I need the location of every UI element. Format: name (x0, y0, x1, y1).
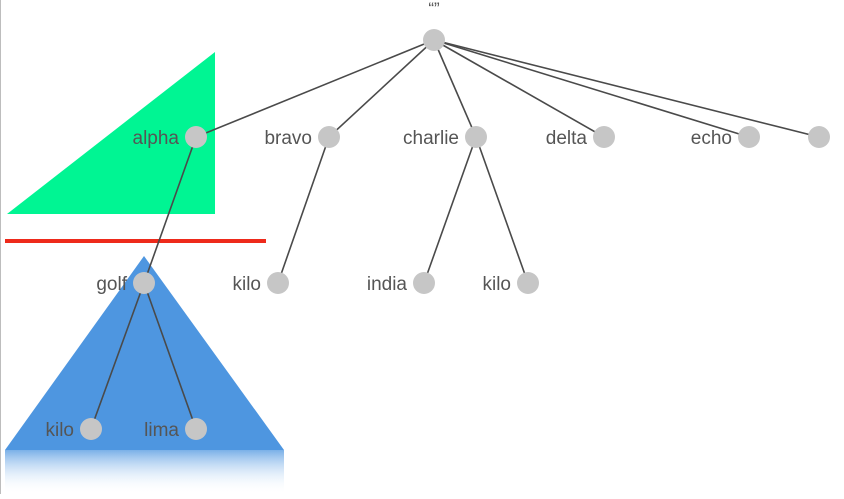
edge-golf-lima (143, 282, 197, 430)
node-root (423, 29, 445, 51)
edge-root-delta (433, 39, 605, 138)
edge-golf-kilo-golf (90, 282, 145, 430)
tree-labels: “” alpha bravo charlie delta echo golf kilo indi… (45, 0, 732, 441)
node-label-lima: lima (144, 420, 179, 441)
blue-triangle-reflection (5, 450, 284, 494)
edge-bravo-kilo-bravo (277, 136, 330, 284)
node-label-kilo-golf: kilo (45, 420, 74, 441)
node-kilo-bravo (267, 272, 289, 294)
node-lima (185, 418, 207, 440)
edge-root-echo (433, 39, 750, 138)
green-triangle (7, 52, 215, 214)
tree-nodes (80, 29, 830, 440)
node-label-india: india (367, 274, 408, 295)
node-india (413, 272, 435, 294)
node-label-golf: golf (96, 274, 127, 295)
edge-charlie-india (423, 136, 477, 284)
node-bravo (318, 126, 340, 148)
node-label-root: “” (428, 0, 440, 18)
node-label-bravo: bravo (264, 128, 312, 149)
tree-edges (90, 39, 820, 430)
node-alpha (185, 126, 207, 148)
node-kilo-golf (80, 418, 102, 440)
node-echo (738, 126, 760, 148)
node-label-charlie: charlie (403, 128, 459, 149)
edge-root-unlabeled (433, 39, 820, 138)
edge-root-bravo (328, 39, 435, 138)
node-label-kilo-bravo: kilo (232, 274, 261, 295)
node-charlie (465, 126, 487, 148)
blue-triangle (5, 256, 284, 450)
node-label-echo: echo (691, 128, 732, 149)
node-unlabeled (808, 126, 830, 148)
edge-root-alpha (195, 39, 435, 138)
node-delta (593, 126, 615, 148)
node-label-alpha: alpha (133, 128, 180, 149)
node-golf (133, 272, 155, 294)
node-label-kilo-charlie: kilo (482, 274, 511, 295)
node-label-delta: delta (546, 128, 588, 149)
left-border (0, 0, 1, 494)
edge-root-charlie (433, 39, 477, 138)
node-kilo-charlie (517, 272, 539, 294)
edge-alpha-golf (143, 136, 197, 284)
edge-charlie-kilo-charlie (475, 136, 529, 284)
